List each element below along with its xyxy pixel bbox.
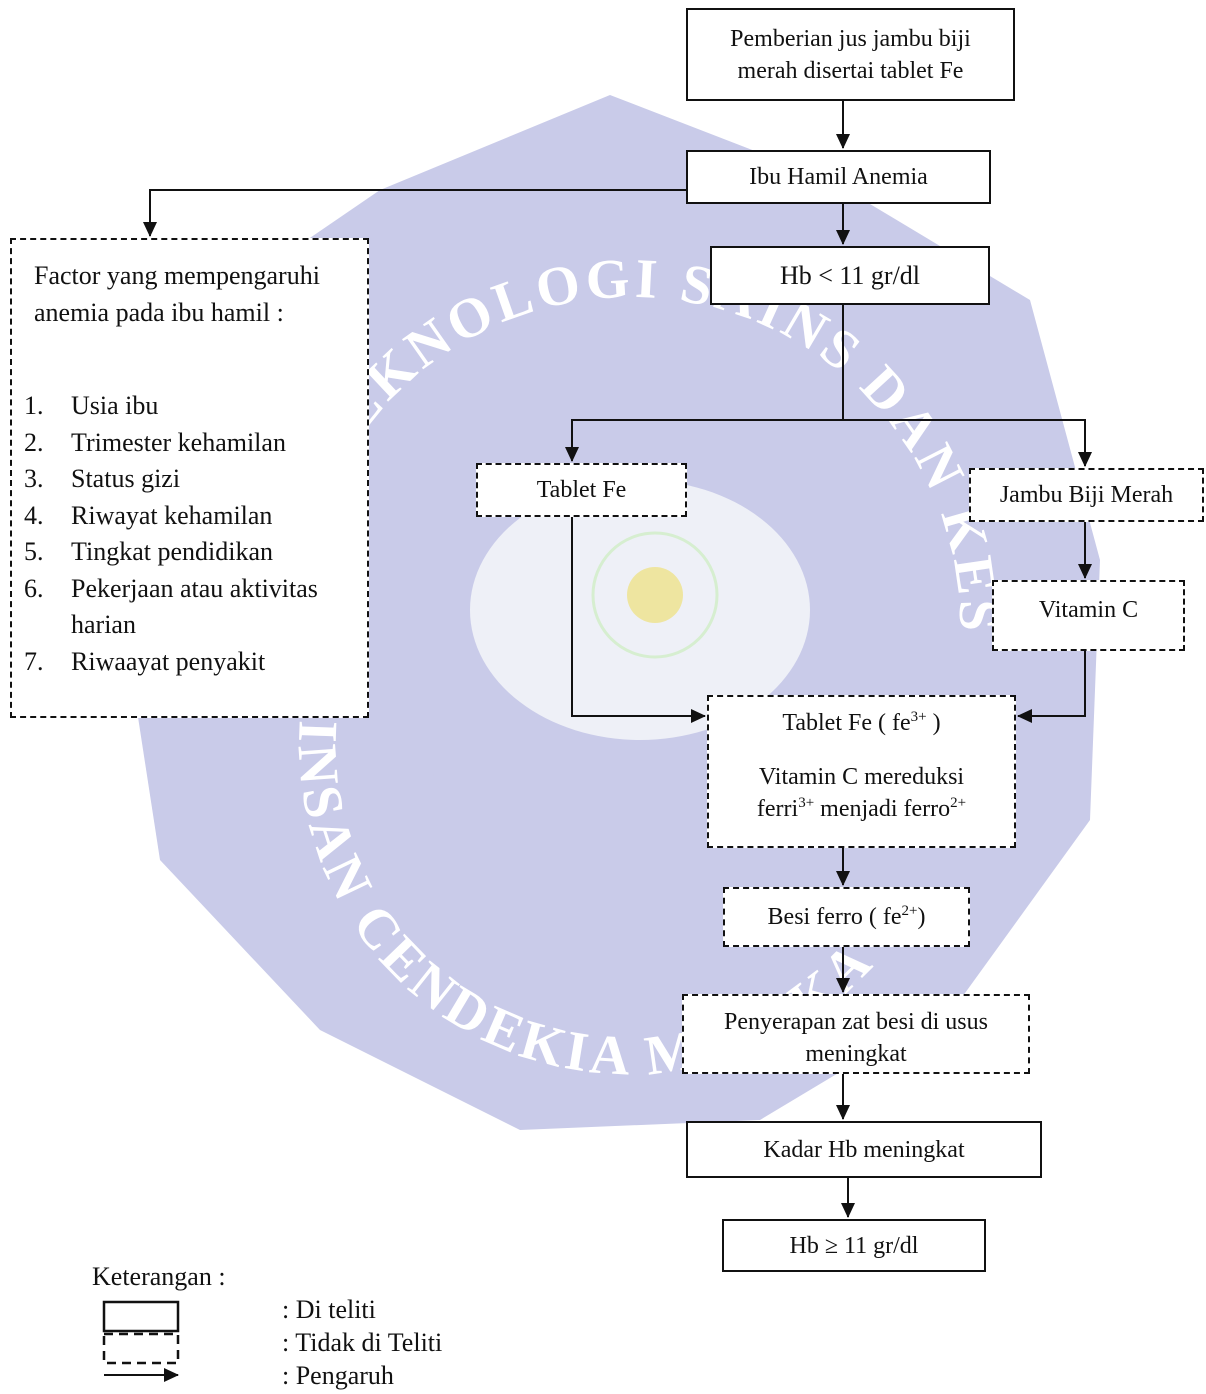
ferro-suffix: ) [917, 904, 926, 930]
absorption-box: Penyerapan zat besi di usus meningkat [682, 994, 1030, 1074]
hb-increase-text: Kadar Hb meningkat [763, 1136, 965, 1163]
reduce-sup2: 2+ [950, 795, 967, 811]
legend-solid-box-icon [102, 1300, 180, 1333]
fe3-sup: 3+ [910, 709, 927, 725]
factors-title: Factor yang mempengaruhi anemia pada ibu… [34, 261, 320, 327]
legend-researched: : Di teliti [282, 1295, 376, 1324]
fe3-reduction-box: Tablet Fe ( fe3+ ) Vitamin C mereduksi f… [707, 695, 1016, 848]
reduce-line2: ferri3+ menjadi ferro2+ [757, 793, 966, 825]
fe3-prefix: Tablet Fe ( fe [782, 710, 911, 736]
reduce-line1: Vitamin C mereduksi [758, 764, 965, 790]
factor-number: 4. [24, 500, 44, 530]
factor-text: Riwaayat penyakit [71, 646, 266, 676]
factor-item: 6. Pekerjaan atau aktivitas harian [24, 571, 364, 644]
arrow-tablet-to-fe3 [571, 517, 706, 723]
legend-title: Keterangan : [92, 1262, 226, 1291]
vitamin-c-text: Vitamin C [1038, 597, 1139, 623]
factor-number: 3. [24, 464, 44, 493]
reduce-pre: ferri [756, 796, 799, 822]
factor-item: 4. Riwayat kehamilan [24, 498, 364, 535]
arrow-pregnant-to-factors [143, 189, 686, 237]
legend-influence: : Pengaruh [282, 1361, 394, 1390]
intervention-box: Pemberian jus jambu biji merah disertai … [686, 8, 1015, 101]
pregnant-anemia-text: Ibu Hamil Anemia [749, 164, 928, 190]
jambu-box: Jambu Biji Merah [969, 468, 1204, 522]
ferro-line: Besi ferro ( fe2+) [768, 901, 926, 933]
hb-normal-text: Hb ≥ 11 gr/dl [789, 1232, 919, 1259]
intervention-text: Pemberian jus jambu biji merah disertai … [730, 25, 971, 84]
factor-item: 1. Usia ibu [24, 388, 364, 425]
reduce-mid: menjadi ferro [814, 796, 951, 822]
watermark-inner-ring [591, 531, 719, 659]
factor-item: 2. Trimester kehamilan [24, 425, 364, 462]
arrow-split-to-tablet [565, 419, 843, 462]
factor-item: 3. Status gizi [24, 461, 364, 498]
pregnant-anemia-box: Ibu Hamil Anemia [686, 150, 991, 204]
jambu-text: Jambu Biji Merah [999, 482, 1174, 508]
hb-low-text: Hb < 11 gr/dl [779, 260, 921, 290]
factor-text: Usia ibu [71, 391, 159, 420]
factor-text: Tingkat pendidikan [71, 537, 273, 566]
tablet-fe-box: Tablet Fe [476, 463, 687, 517]
ferro-prefix: Besi ferro ( fe [767, 904, 902, 930]
arrow-split-to-jambu [843, 419, 1092, 467]
factor-item: 7. Riwaayat penyakit [24, 644, 364, 681]
factor-text: Status gizi [71, 464, 181, 493]
factors-list: 1. Usia ibu 2. Trimester kehamilan 3. Statu… [24, 388, 364, 680]
absorption-text: Penyerapan zat besi di usus meningkat [724, 1009, 988, 1067]
fe3-suffix: ) [926, 710, 941, 736]
legend-dashed-box-icon [102, 1332, 180, 1365]
factor-number: 1. [24, 391, 44, 420]
hb-low-box: Hb < 11 gr/dl [710, 246, 990, 305]
hb-normal-box: Hb ≥ 11 gr/dl [722, 1219, 986, 1272]
factor-text: Riwayat kehamilan [71, 500, 273, 530]
factor-text: Pekerjaan atau aktivitas harian [71, 573, 318, 640]
ferro-sup: 2+ [901, 903, 918, 919]
factor-number: 6. [24, 573, 44, 603]
factor-item: 5. Tingkat pendidikan [24, 534, 364, 571]
reduce-sup1: 3+ [798, 795, 815, 811]
arrow-vitc-to-fe3 [1017, 651, 1086, 723]
factor-number: 2. [24, 427, 44, 457]
hb-increase-box: Kadar Hb meningkat [686, 1121, 1042, 1178]
factor-number: 7. [24, 646, 44, 676]
watermark-atom-icon [627, 567, 683, 623]
vitamin-c-box: Vitamin C [992, 580, 1185, 651]
ferro-box: Besi ferro ( fe2+) [723, 887, 970, 947]
tablet-fe-text: Tablet Fe [536, 477, 627, 503]
factor-text: Trimester kehamilan [71, 427, 286, 457]
factors-box: Factor yang mempengaruhi anemia pada ibu… [10, 238, 369, 718]
fe3-line: Tablet Fe ( fe3+ ) [782, 707, 940, 739]
legend-not-researched: : Tidak di Teliti [282, 1328, 443, 1357]
factor-number: 5. [24, 537, 44, 566]
